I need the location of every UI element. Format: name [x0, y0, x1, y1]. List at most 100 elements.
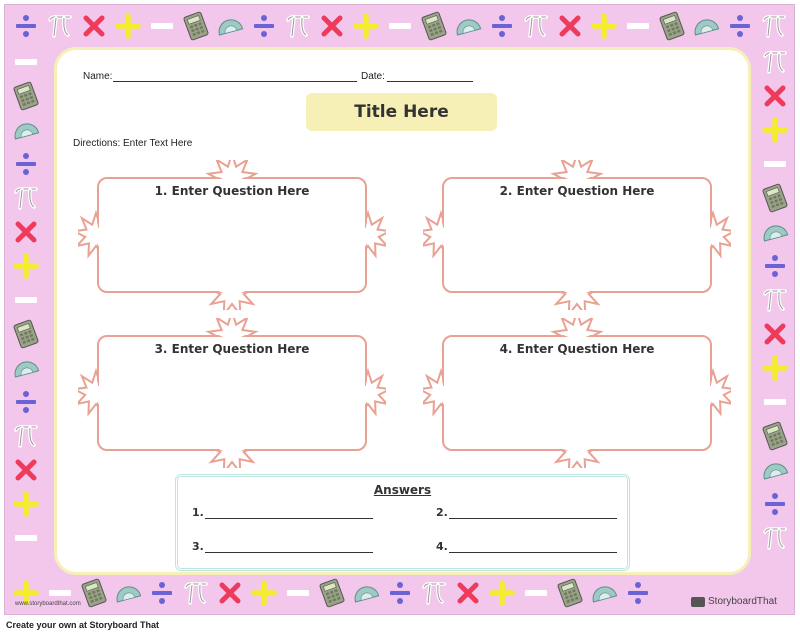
date-field[interactable] — [387, 81, 473, 82]
plus-icon — [589, 11, 619, 41]
divide-icon — [725, 11, 755, 41]
worksheet-frame: Name: Date: Title Here Directions: Enter… — [54, 47, 751, 575]
divide-icon — [11, 11, 41, 41]
pi-icon — [11, 183, 41, 213]
plus-icon — [760, 353, 790, 383]
answer-number-1: 1. — [192, 506, 204, 519]
minus-icon — [521, 578, 551, 608]
question-box-2[interactable]: 2. Enter Question Here — [423, 160, 731, 310]
minus-icon — [11, 523, 41, 553]
plus-icon — [11, 578, 41, 608]
question-box-3[interactable]: 3. Enter Question Here — [78, 318, 386, 468]
question-label-2: 2. Enter Question Here — [499, 184, 655, 198]
protractor-icon — [760, 455, 790, 485]
times-icon — [79, 11, 109, 41]
protractor-icon — [215, 11, 245, 41]
times-icon — [215, 578, 245, 608]
divide-icon — [760, 251, 790, 281]
pi-icon — [760, 47, 790, 77]
minus-icon — [385, 11, 415, 41]
date-label: Date: — [361, 71, 385, 82]
answer-line-4[interactable] — [449, 552, 617, 553]
name-label: Name: — [83, 71, 113, 82]
divide-icon — [249, 11, 279, 41]
calculator-icon — [79, 578, 109, 608]
divide-icon — [147, 578, 177, 608]
pi-icon — [11, 421, 41, 451]
pi-icon — [521, 11, 551, 41]
calculator-icon — [11, 319, 41, 349]
times-icon — [11, 455, 41, 485]
pi-icon — [45, 11, 75, 41]
logo-text: StoryboardThat — [708, 596, 777, 607]
name-field[interactable] — [113, 81, 357, 82]
math-icon-border — [5, 5, 794, 614]
calculator-icon — [181, 11, 211, 41]
question-label-1: 1. Enter Question Here — [154, 184, 310, 198]
divide-icon — [11, 149, 41, 179]
divide-icon — [487, 11, 517, 41]
answer-line-3[interactable] — [205, 552, 373, 553]
divide-icon — [760, 489, 790, 519]
plus-icon — [351, 11, 381, 41]
answers-title: Answers — [373, 483, 432, 497]
question-label-3: 3. Enter Question Here — [154, 342, 310, 356]
minus-icon — [760, 387, 790, 417]
footer-link[interactable]: Create your own at Storyboard That — [6, 620, 160, 630]
times-icon — [453, 578, 483, 608]
times-icon — [555, 11, 585, 41]
worksheet-page: Name: Date: Title Here Directions: Enter… — [4, 4, 795, 615]
protractor-icon — [113, 578, 143, 608]
minus-icon — [147, 11, 177, 41]
watermark-text: www.storyboardthat.com — [15, 601, 81, 607]
calculator-icon — [760, 421, 790, 451]
divide-icon — [11, 387, 41, 417]
pi-icon — [759, 11, 789, 41]
divide-icon — [623, 578, 653, 608]
question-box-1[interactable]: 1. Enter Question Here — [78, 160, 386, 310]
answer-line-2[interactable] — [449, 518, 617, 519]
question-label-4: 4. Enter Question Here — [499, 342, 655, 356]
minus-icon — [11, 285, 41, 315]
calculator-icon — [657, 11, 687, 41]
answer-line-1[interactable] — [205, 518, 373, 519]
answers-box: Answers 1. 2. 3. 4. — [175, 474, 630, 571]
plus-icon — [11, 489, 41, 519]
plus-icon — [487, 578, 517, 608]
title-box[interactable]: Title Here — [306, 93, 497, 131]
question-box-4[interactable]: 4. Enter Question Here — [423, 318, 731, 468]
calculator-icon — [760, 183, 790, 213]
answer-number-4: 4. — [436, 540, 448, 553]
directions-text: Directions: Enter Text Here — [73, 138, 193, 149]
calculator-icon — [419, 11, 449, 41]
plus-icon — [249, 578, 279, 608]
divide-icon — [385, 578, 415, 608]
protractor-icon — [691, 11, 721, 41]
protractor-icon — [760, 217, 790, 247]
pi-icon — [760, 285, 790, 315]
protractor-icon — [453, 11, 483, 41]
calculator-icon — [555, 578, 585, 608]
protractor-icon — [11, 115, 41, 145]
plus-icon — [11, 251, 41, 281]
protractor-icon — [351, 578, 381, 608]
plus-icon — [760, 115, 790, 145]
calculator-icon — [11, 81, 41, 111]
storyboardthat-logo[interactable]: StoryboardThat — [691, 596, 777, 607]
answer-number-2: 2. — [436, 506, 448, 519]
times-icon — [760, 81, 790, 111]
minus-icon — [623, 11, 653, 41]
minus-icon — [760, 149, 790, 179]
times-icon — [760, 319, 790, 349]
plus-icon — [113, 11, 143, 41]
minus-icon — [283, 578, 313, 608]
minus-icon — [45, 578, 75, 608]
pi-icon — [181, 578, 211, 608]
times-icon — [317, 11, 347, 41]
protractor-icon — [589, 578, 619, 608]
minus-icon — [11, 47, 41, 77]
times-icon — [11, 217, 41, 247]
pi-icon — [760, 523, 790, 553]
storyboard-logo-icon — [691, 596, 705, 607]
calculator-icon — [317, 578, 347, 608]
